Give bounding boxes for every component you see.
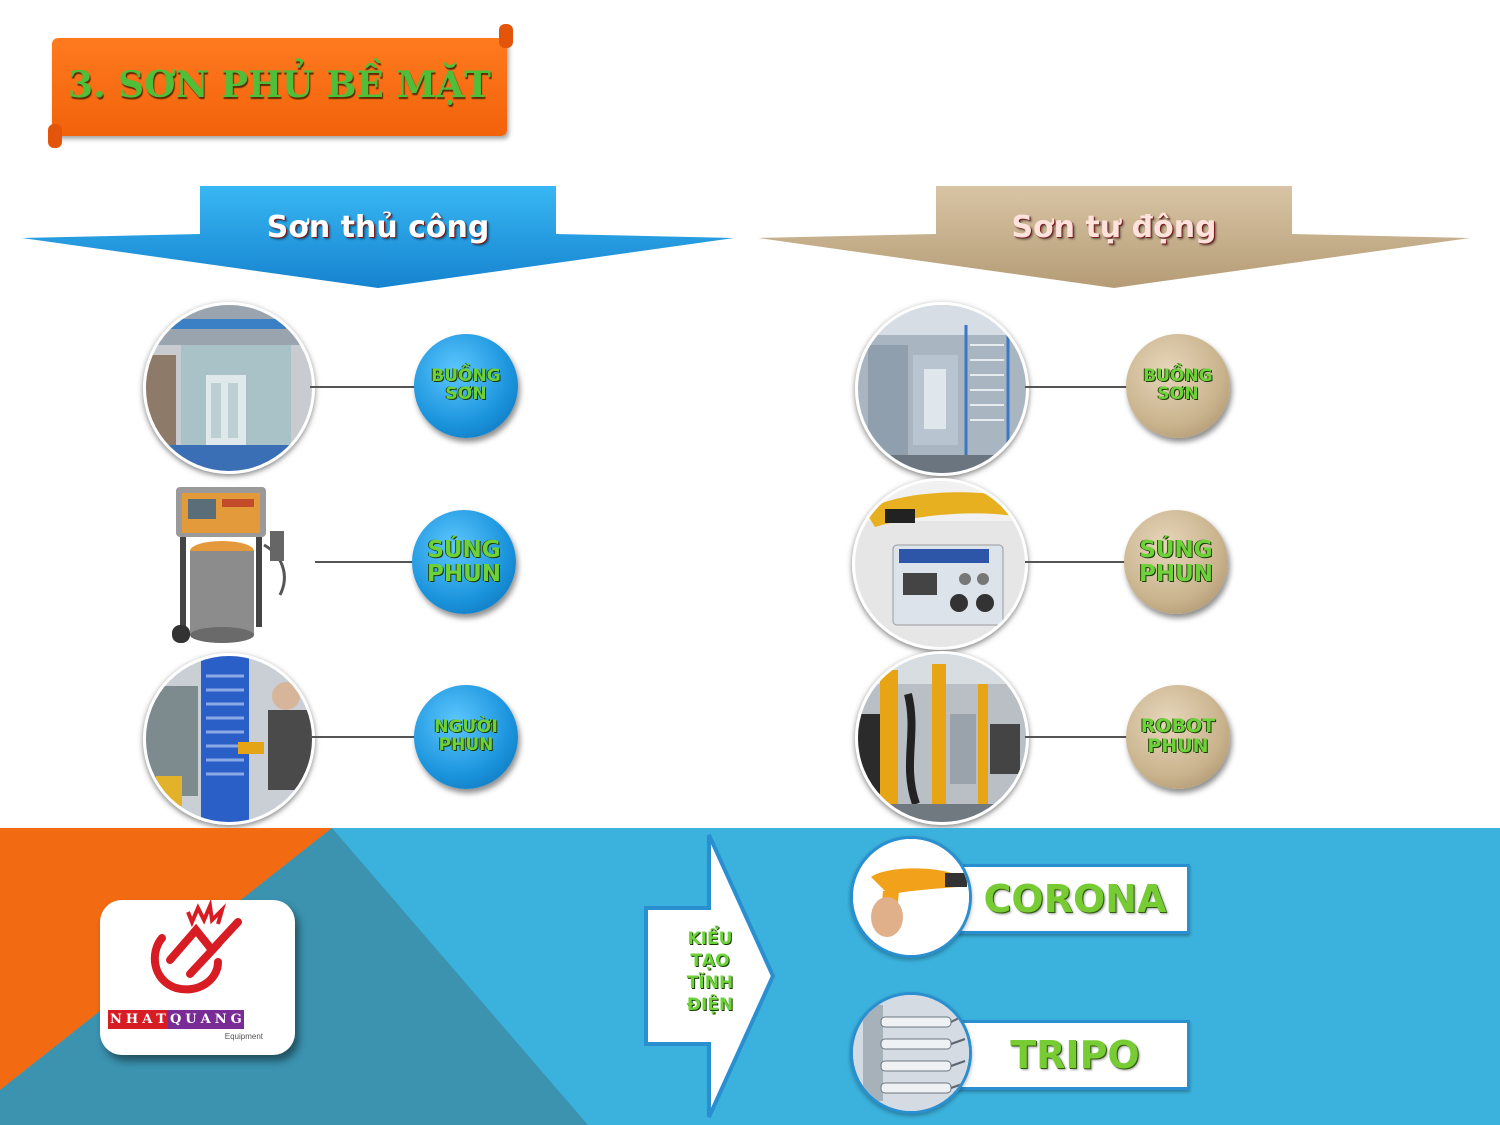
manual-operator-label-2: PHUN (438, 735, 494, 755)
auto-booth-connector (1025, 386, 1129, 388)
auto-booth-label-2: SƠN (1157, 384, 1199, 404)
auto-booth-label-1: BUỒNG (1143, 366, 1213, 387)
corona-gun-photo (850, 836, 972, 958)
tripo-gun-photo (850, 992, 972, 1114)
manual-gun-photo (172, 485, 300, 645)
logo-subtitle: Equipment (224, 1032, 263, 1041)
manual-gun-label-2: PHUN (426, 561, 502, 587)
manual-booth-label-2: SƠN (445, 384, 487, 404)
down-arrow-blue-shape (22, 186, 734, 288)
manual-operator-bubble: NGƯỜI PHUN (414, 685, 518, 789)
manual-operator-photo (143, 653, 315, 825)
logo-letter: H (123, 1010, 141, 1029)
auto-gun-label-1: SÚNG (1139, 536, 1213, 563)
page-title: 3. SƠN PHỦ BỀ MẶT (68, 64, 491, 106)
manual-booth-bubble: BUỒNG SƠN (414, 334, 518, 438)
company-logo: N H A T Q U A N G Equipment (100, 900, 295, 1055)
logo-letter: N (108, 1010, 124, 1029)
auto-robot-label-2: PHUN (1147, 735, 1209, 757)
manual-operator-connector (310, 736, 416, 738)
auto-booth-bubble: BUỒNG SƠN (1126, 334, 1230, 438)
logo-letter: G (228, 1010, 244, 1029)
down-arrow-tan-shape (758, 186, 1470, 288)
logo-letter: Q (167, 1010, 184, 1029)
logo-letter: A (198, 1010, 213, 1029)
auto-robot-connector (1025, 736, 1129, 738)
title-banner: 3. SƠN PHỦ BỀ MẶT (48, 24, 513, 148)
auto-heading: Sơn tự động (1011, 210, 1217, 245)
auto-gun-bubble: SÚNG PHUN (1124, 510, 1228, 614)
tripo-label: TRIPO (1010, 1033, 1140, 1077)
manual-heading: Sơn thủ công (266, 210, 490, 245)
manual-banner: Sơn thủ công (22, 186, 734, 290)
auto-robot-label-1: ROBOT (1140, 715, 1216, 738)
logo-letter: N (212, 1010, 229, 1029)
auto-gun-connector (1025, 561, 1127, 563)
right-arrow-shape (644, 834, 776, 1118)
manual-gun-label-1: SÚNG (427, 536, 501, 563)
auto-robot-bubble: ROBOT PHUN (1126, 685, 1230, 789)
logo-letter: A (140, 1010, 155, 1029)
manual-booth-label-1: BUỒNG (431, 366, 501, 387)
auto-booth-photo (855, 302, 1029, 476)
auto-gun-photo (852, 478, 1028, 650)
manual-operator-label-1: NGƯỜI (434, 717, 498, 738)
corona-label: CORONA (983, 877, 1167, 921)
electrostatic-label-line: TĨNH (686, 973, 734, 993)
auto-gun-label-2: PHUN (1138, 561, 1214, 587)
logo-letter: U (183, 1010, 199, 1029)
auto-robot-photo (855, 651, 1029, 825)
electrostatic-label-line: TẠO (690, 951, 730, 971)
auto-banner: Sơn tự động (758, 186, 1470, 290)
manual-booth-connector (310, 386, 416, 388)
electrostatic-arrow: KIỂU TẠO TĨNH ĐIỆN (643, 832, 777, 1120)
logo-emblem-icon (150, 900, 242, 994)
manual-gun-bubble: SÚNG PHUN (412, 510, 516, 614)
electrostatic-label-line: ĐIỆN (686, 995, 734, 1015)
logo-letter: T (154, 1010, 168, 1029)
manual-gun-connector (315, 561, 415, 563)
manual-booth-photo (143, 302, 315, 474)
electrostatic-label-line: KIỂU (687, 929, 733, 949)
electrostatic-label: KIỂU TẠO TĨNH ĐIỆN (643, 928, 777, 1016)
logo-wordmark: N H A T Q U A N G (108, 1010, 244, 1029)
